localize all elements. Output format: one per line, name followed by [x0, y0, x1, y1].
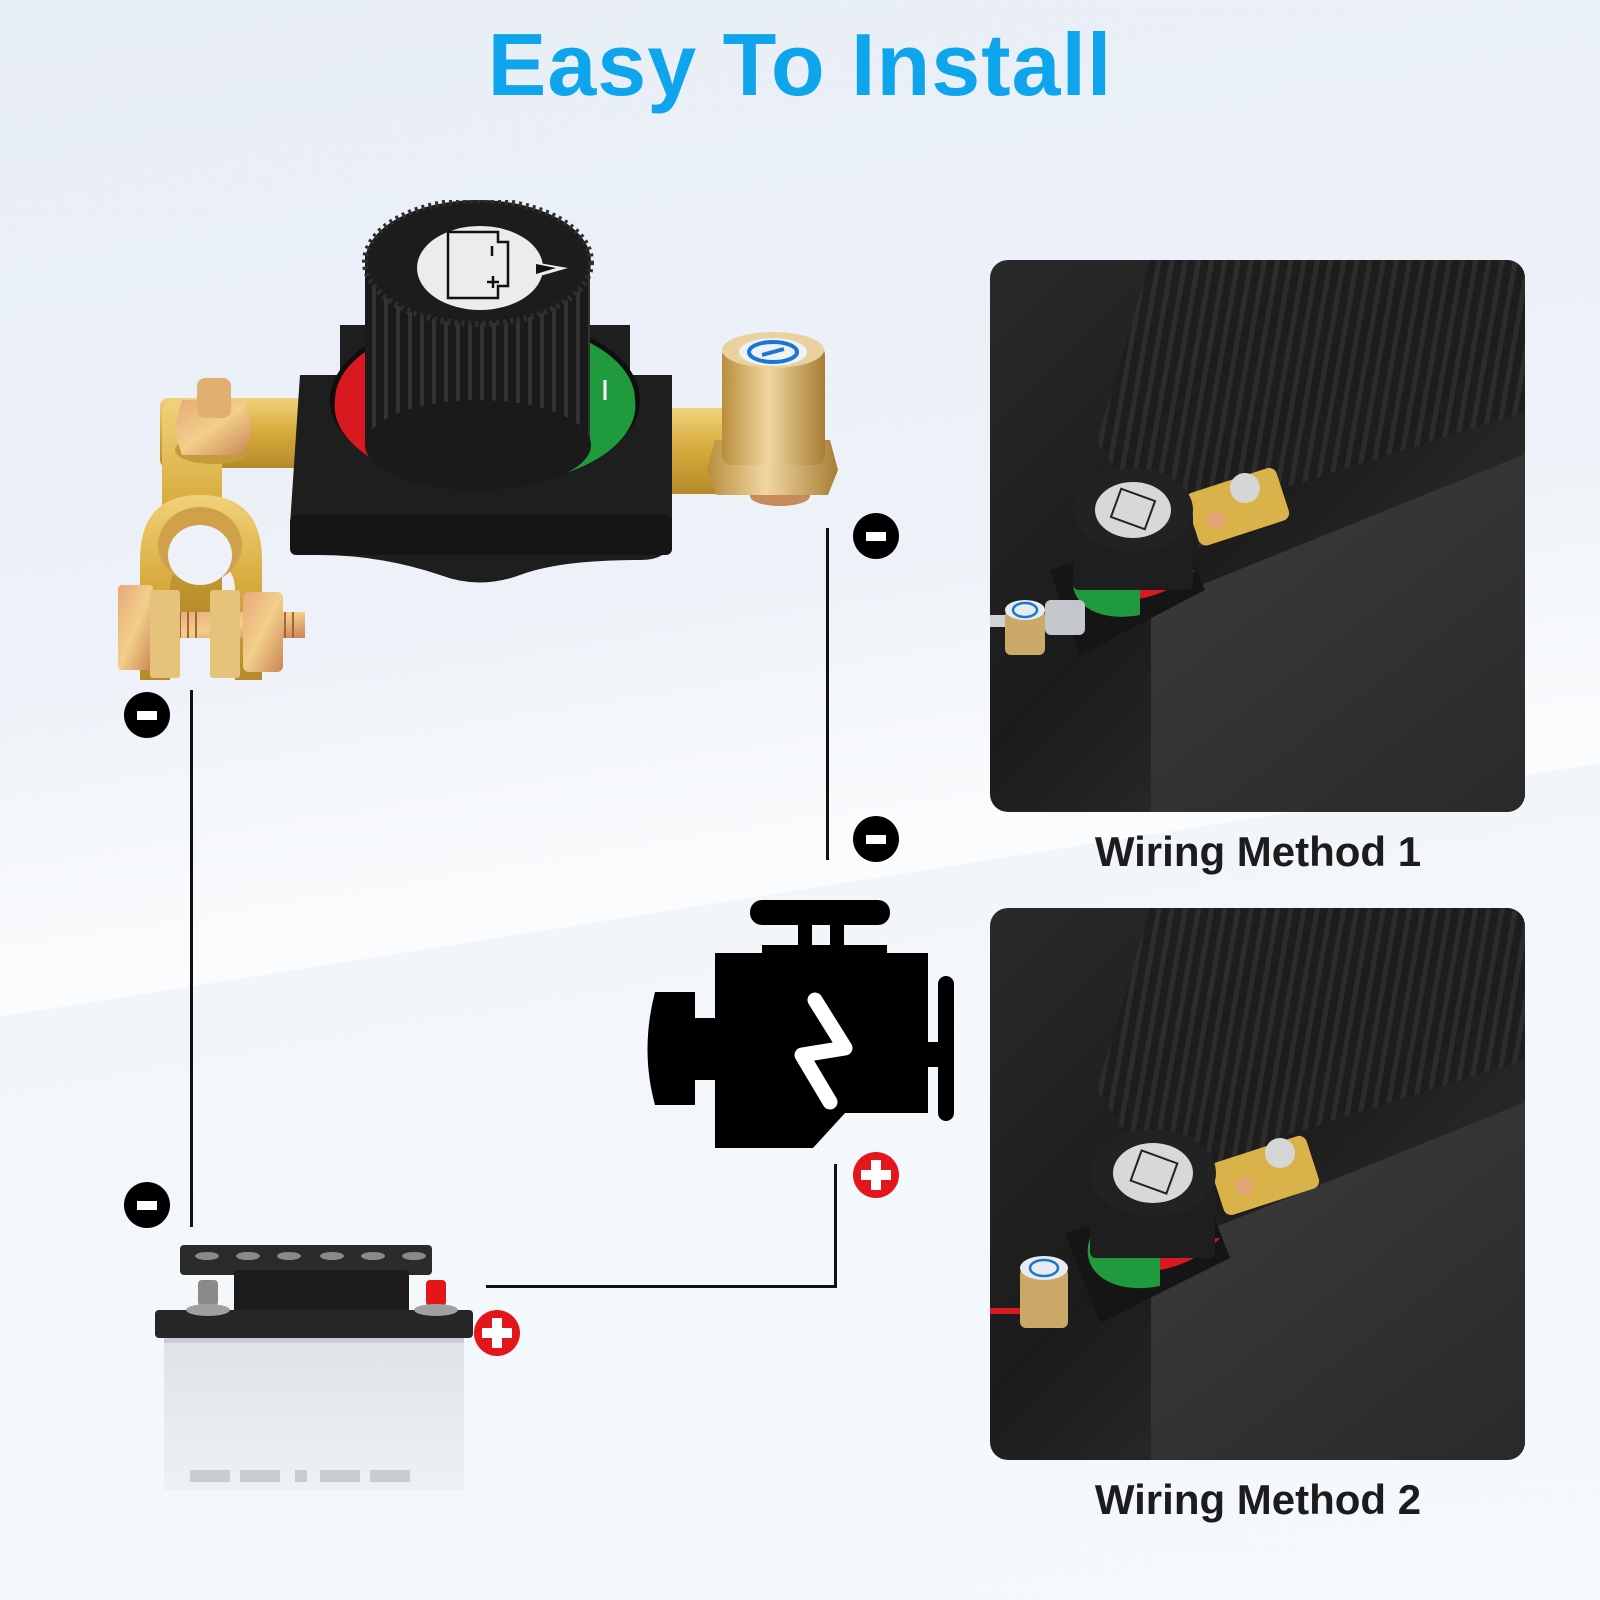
negative-badge-engine: [853, 816, 899, 862]
positive-badge-battery: [474, 1310, 520, 1356]
wire-switch-to-battery-negative: [190, 690, 193, 1227]
negative-badge-switch-post: [853, 513, 899, 559]
wiring-method-2-caption: Wiring Method 2: [1094, 1476, 1422, 1523]
minus-icon: [866, 834, 886, 844]
positive-badge-engine: [853, 1152, 899, 1198]
engine-icon: [647, 900, 954, 1148]
page-title: Easy To Install: [487, 15, 1113, 114]
wiring-method-2-photo: [990, 908, 1525, 1460]
installed-switch-2: [990, 1129, 1320, 1328]
plus-icon: [861, 1160, 891, 1190]
installed-switch-1: [990, 467, 1290, 655]
plus-icon: [482, 1318, 512, 1348]
negative-badge-battery: [124, 1182, 170, 1228]
minus-icon: [137, 710, 157, 720]
battery-disconnect-switch: OUT O: [118, 200, 838, 680]
negative-badge-switch-clamp: [124, 692, 170, 738]
minus-icon: [137, 1200, 157, 1210]
minus-icon: [866, 531, 886, 541]
wiring-method-1-photo: [990, 260, 1525, 812]
wire-switch-to-engine-ground: [826, 528, 829, 860]
wiring-method-1-caption: Wiring Method 1: [1094, 828, 1422, 875]
wire-battery-to-engine-positive-horizontal: [486, 1285, 837, 1288]
wire-battery-to-engine-positive-vertical: [834, 1164, 837, 1287]
car-battery-image: [155, 1245, 473, 1490]
